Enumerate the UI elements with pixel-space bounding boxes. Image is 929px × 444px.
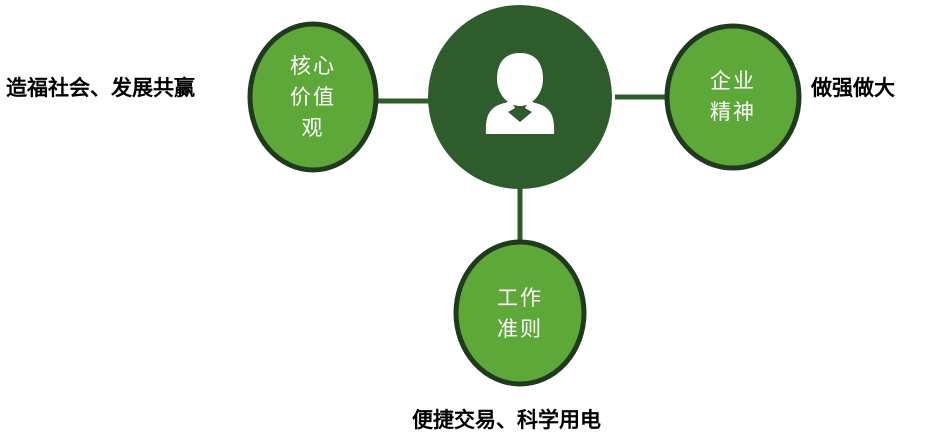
node-enterprise-spirit-circle — [664, 23, 802, 171]
node-work-principles-line-1: 工作 — [497, 286, 543, 310]
node-enterprise-spirit-label: 企业 精神 — [673, 65, 793, 129]
caption-work-principles: 便捷交易、科学用电 — [412, 408, 601, 432]
node-core-values-line-1: 核心 — [290, 53, 336, 78]
node-enterprise-spirit-line-2: 精神 — [710, 100, 756, 124]
node-work-principles-line-2: 准则 — [497, 317, 543, 341]
person-icon — [485, 53, 555, 134]
node-core-values-label: 核心 价值 观 — [253, 50, 373, 144]
caption-core-values: 造福社会、发展共赢 — [6, 76, 195, 100]
node-core-values-line-2: 价值 — [290, 84, 336, 109]
node-core-values-line-3: 观 — [301, 115, 325, 140]
caption-enterprise-spirit: 做强做大 — [811, 76, 895, 100]
node-work-principles-circle — [453, 239, 587, 387]
node-enterprise-spirit-line-1: 企业 — [710, 69, 756, 93]
node-work-principles-label: 工作 准则 — [460, 282, 580, 346]
node-core-values-circle — [247, 21, 379, 173]
